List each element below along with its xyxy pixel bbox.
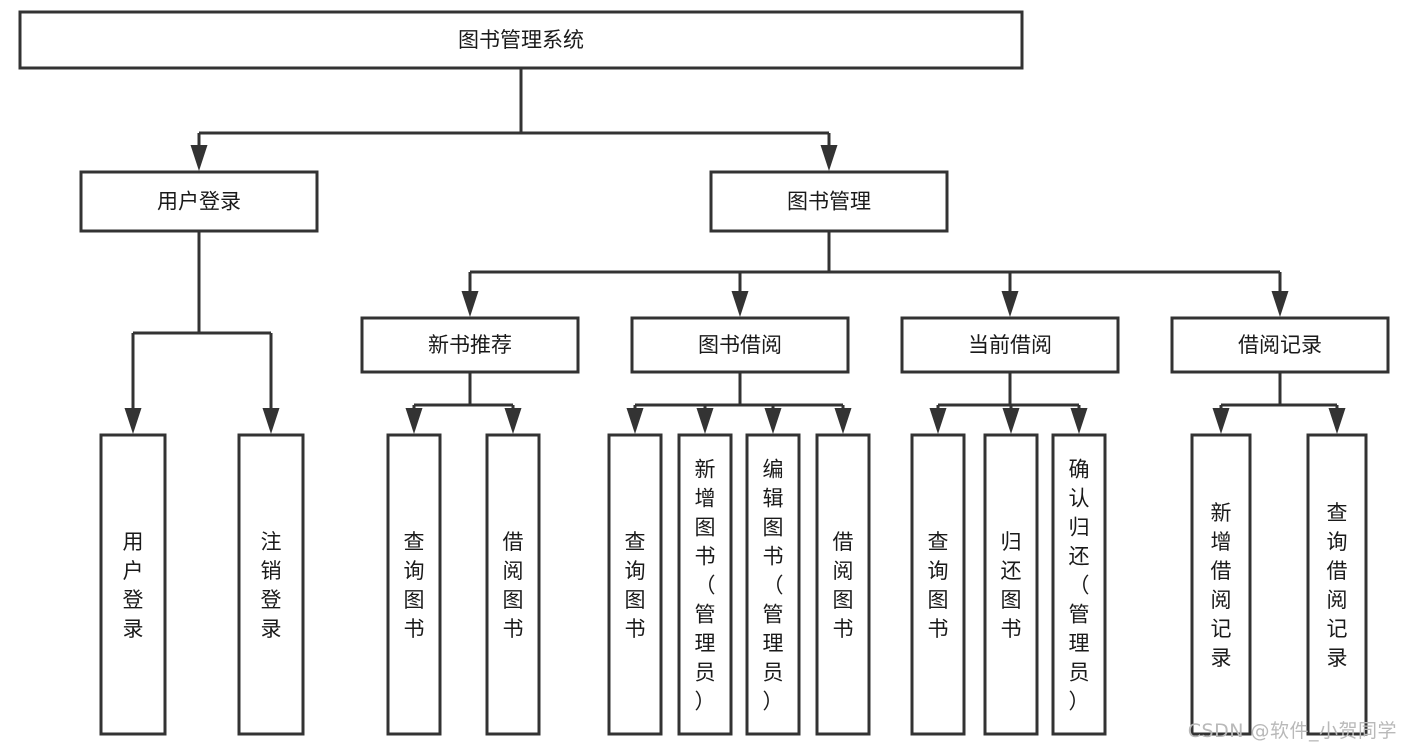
node-box (815, 433, 871, 736)
node-leaf-6[interactable]: 编辑图书（管理员） (745, 433, 801, 736)
node-label: 借阅记录 (1238, 333, 1322, 357)
node-leaf-4[interactable]: 查询图书 (607, 433, 663, 736)
node-leaf-2[interactable]: 查询图书 (386, 433, 442, 736)
node-l3-0[interactable]: 新书推荐 (360, 316, 580, 374)
node-label: 注销登录 (261, 530, 282, 641)
arrow-head-icon (1070, 408, 1088, 434)
node-leaf-10[interactable]: 确认归还（管理员） (1051, 433, 1107, 736)
arrow-head-icon (1212, 408, 1230, 434)
node-leaf-3[interactable]: 借阅图书 (485, 433, 541, 736)
node-l2-0[interactable]: 用户登录 (79, 170, 319, 233)
node-label: 新增借阅记录 (1211, 501, 1232, 670)
node-box (386, 433, 442, 736)
node-box (630, 316, 850, 374)
node-box (910, 433, 966, 736)
node-leaf-9[interactable]: 归还图书 (983, 433, 1039, 736)
connector-layer (124, 68, 1346, 434)
arrow-head-icon (461, 291, 479, 317)
node-label: 当前借阅 (968, 333, 1052, 357)
arrow-head-icon (764, 408, 782, 434)
node-box (79, 170, 319, 233)
node-label: 新书推荐 (428, 333, 512, 357)
arrow-head-icon (731, 291, 749, 317)
arrow-head-icon (834, 408, 852, 434)
node-box (1190, 433, 1252, 736)
node-box (900, 316, 1120, 374)
node-label: 用户登录 (123, 530, 144, 641)
node-l3-1[interactable]: 图书借阅 (630, 316, 850, 374)
arrow-head-icon (1271, 291, 1289, 317)
node-box (745, 433, 801, 736)
node-root[interactable]: 图书管理系统 (18, 10, 1024, 70)
arrow-head-icon (124, 408, 142, 434)
node-l3-2[interactable]: 当前借阅 (900, 316, 1120, 374)
node-label: 确认归还（管理员） (1069, 458, 1090, 714)
node-label: 查询图书 (928, 530, 949, 641)
node-box (1306, 433, 1368, 736)
node-label: 借阅图书 (503, 530, 524, 641)
node-leaf-7[interactable]: 借阅图书 (815, 433, 871, 736)
node-box (18, 10, 1024, 70)
node-label: 图书管理系统 (458, 28, 584, 52)
node-leaf-12[interactable]: 查询借阅记录 (1306, 433, 1368, 736)
node-box (99, 433, 167, 736)
node-box (983, 433, 1039, 736)
node-layer: 图书管理系统用户登录图书管理新书推荐图书借阅当前借阅借阅记录用户登录注销登录查询… (18, 10, 1390, 736)
node-box (1170, 316, 1390, 374)
node-l3-3[interactable]: 借阅记录 (1170, 316, 1390, 374)
node-label: 图书管理 (787, 190, 871, 214)
arrow-head-icon (1328, 408, 1346, 434)
node-label: 图书借阅 (698, 333, 782, 357)
node-label: 新增图书（管理员） (695, 458, 716, 714)
node-box (677, 433, 733, 736)
node-label: 用户登录 (157, 190, 241, 214)
node-label: 查询图书 (625, 530, 646, 641)
arrow-head-icon (1001, 291, 1019, 317)
node-label: 编辑图书（管理员） (763, 458, 784, 714)
arrow-head-icon (190, 145, 208, 171)
arrow-head-icon (929, 408, 947, 434)
arrow-head-icon (696, 408, 714, 434)
node-box (237, 433, 305, 736)
node-leaf-8[interactable]: 查询图书 (910, 433, 966, 736)
node-box (360, 316, 580, 374)
node-leaf-1[interactable]: 注销登录 (237, 433, 305, 736)
node-label: 归还图书 (1001, 530, 1022, 641)
arrow-head-icon (1002, 408, 1020, 434)
node-box (607, 433, 663, 736)
watermark-label: CSDN @软件_小贺同学 (1187, 720, 1397, 742)
node-l2-1[interactable]: 图书管理 (709, 170, 949, 233)
arrow-head-icon (626, 408, 644, 434)
node-box (485, 433, 541, 736)
node-box (1051, 433, 1107, 736)
node-label: 查询图书 (404, 530, 425, 641)
arrow-head-icon (405, 408, 423, 434)
arrow-head-icon (820, 145, 838, 171)
node-leaf-11[interactable]: 新增借阅记录 (1190, 433, 1252, 736)
node-leaf-5[interactable]: 新增图书（管理员） (677, 433, 733, 736)
node-label: 借阅图书 (833, 530, 854, 641)
arrow-head-icon (504, 408, 522, 434)
node-label: 查询借阅记录 (1327, 501, 1348, 670)
node-leaf-0[interactable]: 用户登录 (99, 433, 167, 736)
arrow-head-icon (262, 408, 280, 434)
node-box (709, 170, 949, 233)
